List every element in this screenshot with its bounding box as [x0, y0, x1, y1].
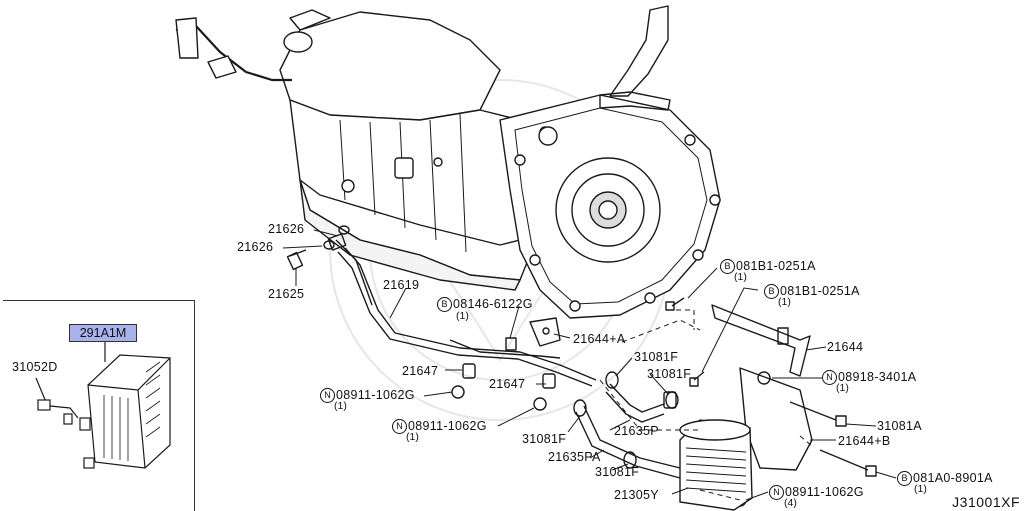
part-label-08911-lower[interactable]: 08911-1062G: [785, 485, 864, 499]
qty-081b1-upper: (1): [734, 271, 747, 283]
part-label-08918-3401a[interactable]: 08918-3401A: [838, 370, 917, 384]
part-label-31081f-a[interactable]: 31081F: [634, 350, 679, 364]
part-label-21635p[interactable]: 21635P: [614, 424, 659, 438]
cooler-pipes: [286, 225, 877, 507]
bolt-symbol-b: B: [720, 259, 735, 274]
nut-symbol-n: N: [822, 370, 837, 385]
part-label-31081f-d[interactable]: 31081F: [595, 465, 640, 479]
part-label-21644[interactable]: 21644: [827, 340, 864, 354]
part-label-21635pa[interactable]: 21635PA: [548, 450, 601, 464]
qty-08911-upper: (1): [334, 400, 347, 412]
part-label-08911-middle[interactable]: 08911-1062G: [408, 419, 487, 433]
qty-08911-lower: (4): [784, 497, 797, 509]
bolt-symbol-b: B: [437, 297, 452, 312]
part-label-21647-left[interactable]: 21647: [402, 364, 439, 378]
part-label-081a0-8901a[interactable]: 081A0-8901A: [913, 471, 993, 485]
part-label-21644b[interactable]: 21644+B: [838, 434, 891, 448]
dashed-leaders: [599, 309, 813, 501]
leader-lines: [282, 229, 897, 501]
qty-08918: (1): [836, 382, 849, 394]
transmission-assembly: [175, 5, 721, 319]
part-label-081b1-upper[interactable]: 081B1-0251A: [736, 259, 816, 273]
nut-symbol-n: N: [769, 485, 784, 500]
nut-symbol-n: N: [320, 388, 335, 403]
inset-control-unit: [35, 342, 171, 469]
part-label-31081f-c[interactable]: 31081F: [522, 432, 567, 446]
nut-symbol-n: N: [392, 419, 407, 434]
bolt-symbol-b: B: [764, 284, 779, 299]
part-label-21644a[interactable]: 21644+A: [573, 332, 626, 346]
oil-cooler: [679, 419, 753, 511]
figure-id: J31001XF: [952, 494, 1020, 510]
part-label-31052d[interactable]: 31052D: [12, 360, 58, 374]
part-label-08911-upper[interactable]: 08911-1062G: [336, 388, 415, 402]
qty-08911-middle: (1): [406, 431, 419, 443]
part-label-21619[interactable]: 21619: [383, 278, 420, 292]
bolt-symbol-b: B: [897, 471, 912, 486]
qty-081a0: (1): [914, 483, 927, 495]
qty-081b1-lower: (1): [778, 296, 791, 308]
part-label-21626-lower[interactable]: 21626: [237, 240, 274, 254]
inset-frame: [3, 300, 195, 511]
part-label-081b1-lower[interactable]: 081B1-0251A: [780, 284, 860, 298]
qty-08146: (1): [456, 310, 469, 322]
part-label-31081f-b[interactable]: 31081F: [647, 367, 692, 381]
part-label-21305y[interactable]: 21305Y: [614, 488, 659, 502]
part-label-31081a[interactable]: 31081A: [877, 419, 922, 433]
part-label-21625[interactable]: 21625: [268, 287, 305, 301]
part-291a1m-highlight[interactable]: 291A1M: [69, 324, 137, 342]
part-label-21647-right[interactable]: 21647: [489, 377, 526, 391]
part-label-21626-upper[interactable]: 21626: [268, 222, 305, 236]
part-label-08146-6122g[interactable]: 08146-6122G: [453, 297, 533, 311]
